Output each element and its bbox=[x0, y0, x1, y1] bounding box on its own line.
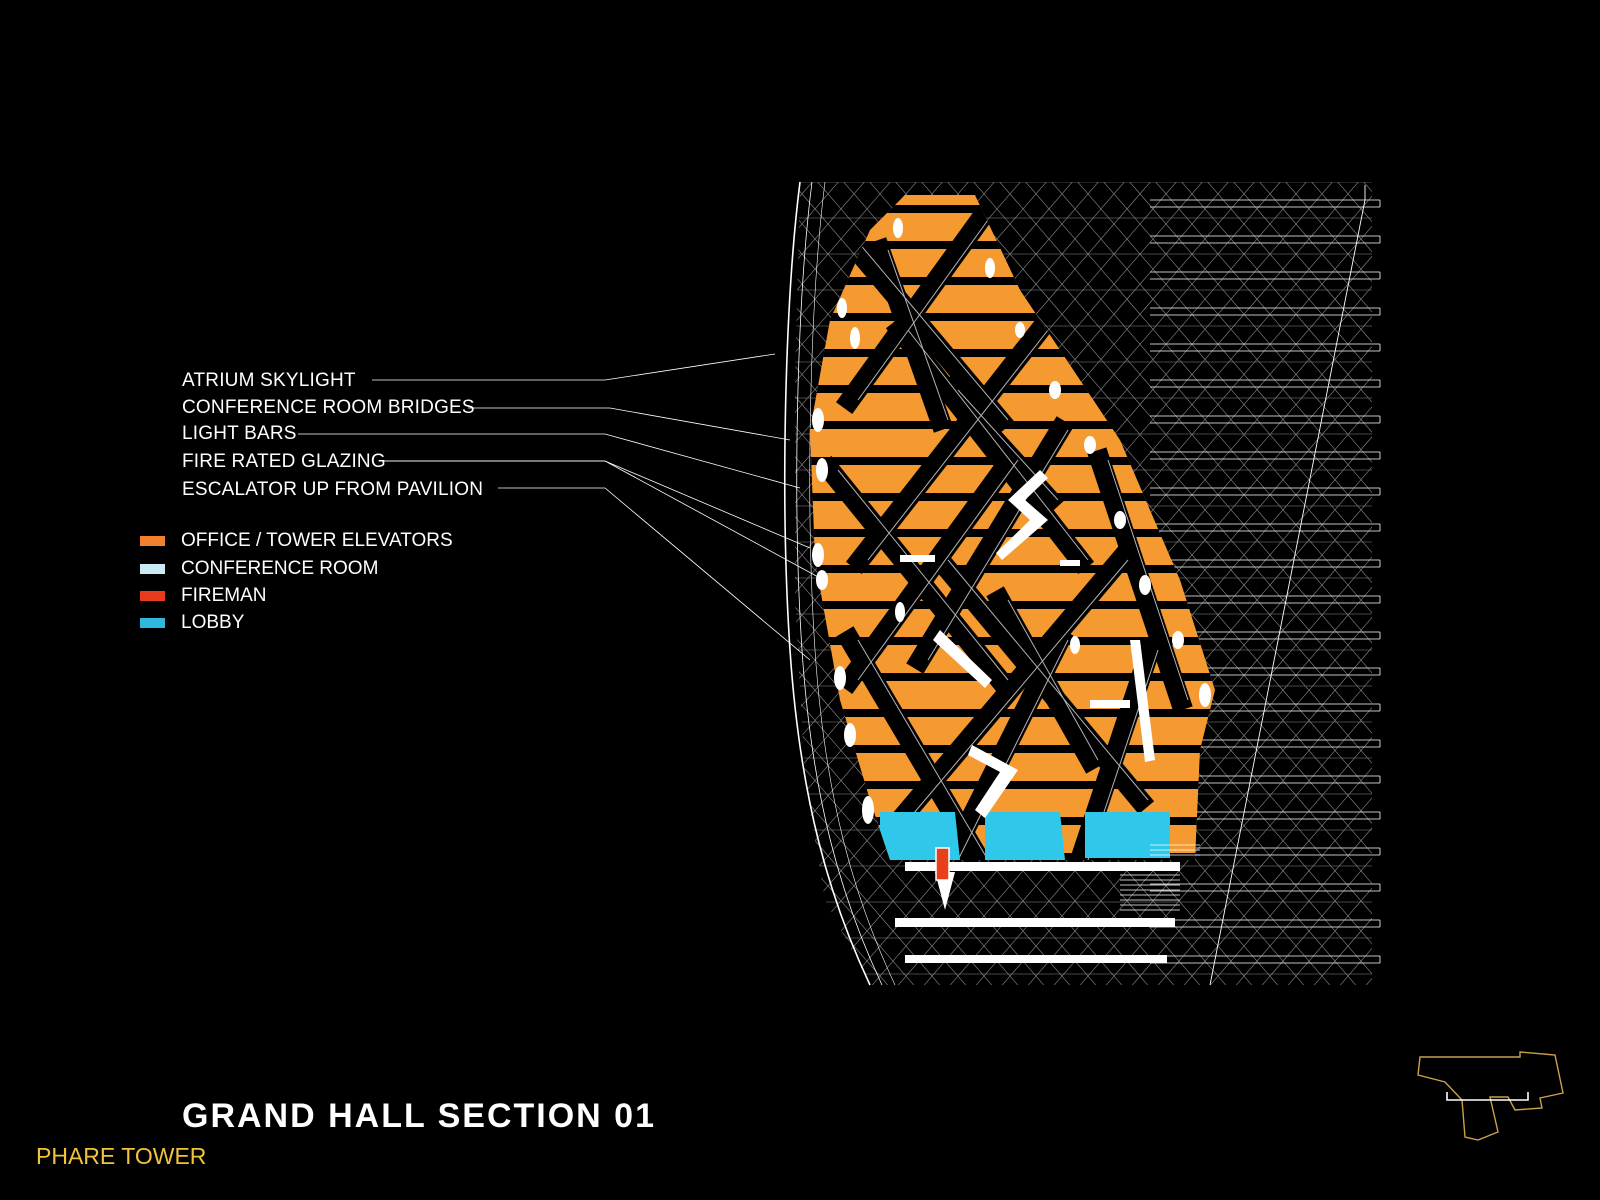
project-name: PHARE TOWER bbox=[36, 1143, 207, 1169]
escalator bbox=[895, 862, 1180, 963]
legend-swatch bbox=[140, 564, 165, 574]
key-plan-section-mark bbox=[1446, 1092, 1529, 1101]
legend-item-conference-room: CONFERENCE ROOM bbox=[140, 558, 378, 580]
legend-label: OFFICE / TOWER ELEVATORS bbox=[181, 530, 453, 551]
conference-room-bridges bbox=[900, 470, 1155, 818]
legend-item-fireman: FIREMAN bbox=[140, 585, 267, 607]
callout-light-bars: LIGHT BARS bbox=[182, 423, 297, 444]
legend-swatch bbox=[140, 536, 165, 546]
legend-item-lobby: LOBBY bbox=[140, 612, 244, 634]
callout-conference-room-bridges: CONFERENCE ROOM BRIDGES bbox=[182, 397, 475, 418]
lobby-area bbox=[1085, 812, 1170, 858]
legend-item-office: OFFICE / TOWER ELEVATORS bbox=[140, 530, 453, 552]
callout-escalator: ESCALATOR UP FROM PAVILION bbox=[182, 479, 484, 500]
escalator-steps bbox=[1120, 844, 1200, 911]
callout-fire-rated-glazing: FIRE RATED GLAZING bbox=[182, 451, 386, 472]
atrium-core bbox=[810, 195, 1215, 860]
drawing-title: GRAND HALL SECTION 01 bbox=[182, 1097, 656, 1135]
fireman-core bbox=[935, 847, 950, 881]
legend-swatch bbox=[140, 618, 165, 628]
legend-label: FIREMAN bbox=[181, 585, 267, 606]
lobby-area bbox=[985, 812, 1065, 860]
callout-leaders bbox=[298, 353, 821, 661]
legend-label: LOBBY bbox=[181, 612, 245, 633]
callout-atrium-skylight: ATRIUM SKYLIGHT bbox=[182, 370, 356, 391]
key-plan-icon bbox=[1417, 1051, 1564, 1141]
legend-swatch bbox=[140, 591, 165, 601]
light-bars bbox=[812, 218, 1211, 824]
legend-label: CONFERENCE ROOM bbox=[181, 558, 379, 579]
